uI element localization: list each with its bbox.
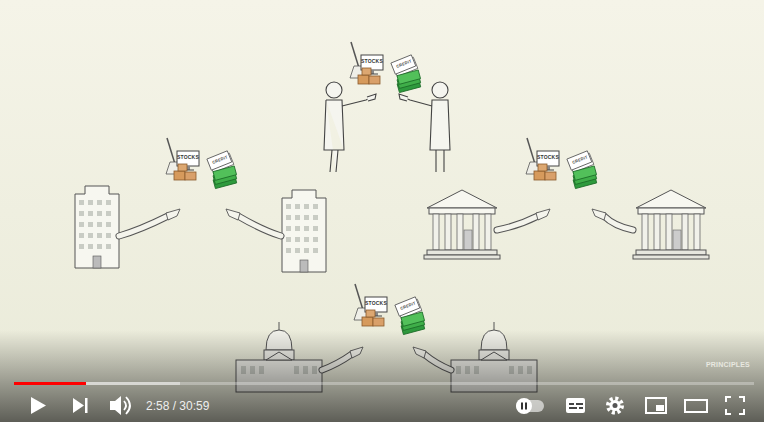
stocks-label: STOCKS	[537, 155, 559, 160]
stocks-label: STOCKS	[177, 155, 199, 160]
watermark: PRINCIPLES	[706, 361, 750, 368]
person-figures	[324, 82, 450, 172]
progress-bar	[14, 382, 86, 385]
time-display: 2:58 / 30:59	[146, 400, 209, 412]
bank-buildings	[424, 190, 709, 259]
office-buildings	[75, 186, 326, 272]
stocks-label: STOCKS	[361, 59, 383, 64]
stocks-label: STOCKS	[365, 301, 387, 306]
player-controls	[31, 396, 744, 415]
exchange-items	[166, 42, 599, 335]
buffer-bar	[14, 382, 180, 385]
progress-track	[14, 382, 754, 385]
player-gradient	[0, 330, 764, 422]
